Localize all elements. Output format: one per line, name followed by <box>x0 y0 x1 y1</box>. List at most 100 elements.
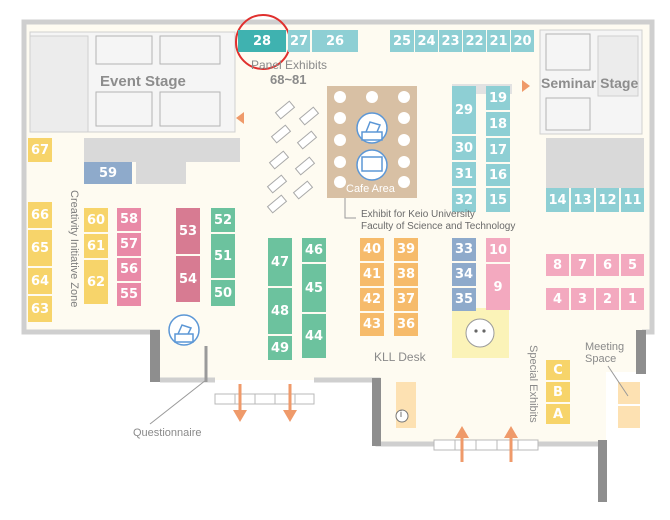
booth-20[interactable]: 20 <box>511 30 534 52</box>
booth-59[interactable]: 59 <box>84 162 132 184</box>
cafe-table <box>334 134 346 146</box>
booth-39[interactable]: 39 <box>394 238 418 261</box>
booth-30[interactable]: 30 <box>452 136 476 160</box>
outer-wall <box>21 19 655 335</box>
booth-52[interactable]: 52 <box>211 208 235 232</box>
robot-eye <box>482 329 486 333</box>
booth-34[interactable]: 34 <box>452 263 476 286</box>
cafe-table <box>334 91 346 103</box>
booth-4[interactable]: 4 <box>546 288 569 310</box>
booth-2[interactable]: 2 <box>596 288 619 310</box>
booth-11[interactable]: 11 <box>621 188 644 212</box>
booth-36[interactable]: 36 <box>394 313 418 336</box>
booth-22[interactable]: 22 <box>463 30 486 52</box>
storage-block <box>84 138 240 162</box>
booth-54[interactable]: 54 <box>176 256 200 302</box>
cafe-table <box>398 112 410 124</box>
booth-28[interactable]: 28 <box>238 30 286 52</box>
cafe-icon-circle <box>356 112 388 144</box>
booth-32[interactable]: 32 <box>452 188 476 212</box>
booth-61[interactable]: 61 <box>84 234 108 258</box>
booth-35[interactable]: 35 <box>452 288 476 311</box>
booth-43[interactable]: 43 <box>360 313 384 336</box>
booth-9[interactable]: 9 <box>486 264 510 310</box>
booth-60[interactable]: 60 <box>84 208 108 232</box>
booth-13[interactable]: 13 <box>571 188 594 212</box>
meeting-callout-line <box>607 365 629 397</box>
wall-post <box>598 440 607 502</box>
booth-51[interactable]: 51 <box>211 234 235 278</box>
booth-5[interactable]: 5 <box>621 254 644 276</box>
booth-21[interactable]: 21 <box>487 30 510 52</box>
booth-1[interactable]: 1 <box>621 288 644 310</box>
event-stage-platform <box>29 35 89 133</box>
booth-b[interactable]: B <box>546 382 570 402</box>
keio-callout-line <box>344 198 356 219</box>
booth-14[interactable]: 14 <box>546 188 569 212</box>
booth-6[interactable]: 6 <box>596 254 619 276</box>
booth-31[interactable]: 31 <box>452 162 476 186</box>
booth-49[interactable]: 49 <box>268 336 292 360</box>
booth-29[interactable]: 29 <box>452 86 476 134</box>
ballot-icon <box>361 121 383 141</box>
booth-33[interactable]: 33 <box>452 238 476 261</box>
booth-63[interactable]: 63 <box>28 296 52 322</box>
seminar-stage-seating <box>545 33 591 131</box>
event-stage-label: Event Stage <box>100 73 186 90</box>
booth-38[interactable]: 38 <box>394 263 418 286</box>
questionnaire-ballot-icon <box>174 324 194 343</box>
booth-45[interactable]: 45 <box>302 264 326 312</box>
booth-19[interactable]: 19 <box>486 86 510 110</box>
booth-66[interactable]: 66 <box>28 202 52 228</box>
booth-47[interactable]: 47 <box>268 238 292 286</box>
robot-eye <box>474 329 478 333</box>
booth-57[interactable]: 57 <box>117 233 141 256</box>
booth-23[interactable]: 23 <box>439 30 462 52</box>
panel-exhibits-label: Panel Exhibits <box>251 58 328 72</box>
booth-50[interactable]: 50 <box>211 280 235 306</box>
booth-58[interactable]: 58 <box>117 208 141 231</box>
booth-42[interactable]: 42 <box>360 288 384 311</box>
booth-18[interactable]: 18 <box>486 112 510 136</box>
booth-15[interactable]: 15 <box>486 188 510 212</box>
booth-53[interactable]: 53 <box>176 208 200 254</box>
booth-48[interactable]: 48 <box>268 288 292 334</box>
booth-24[interactable]: 24 <box>415 30 438 52</box>
info-icon: i <box>400 409 402 419</box>
booth-c[interactable]: C <box>546 360 570 380</box>
meeting-space-label-1: Meeting <box>585 341 625 353</box>
booth-3[interactable]: 3 <box>571 288 594 310</box>
booth-7[interactable]: 7 <box>571 254 594 276</box>
booth-12[interactable]: 12 <box>596 188 619 212</box>
booth-a[interactable]: A <box>546 404 570 424</box>
panel-board <box>292 180 314 200</box>
booth-37[interactable]: 37 <box>394 288 418 311</box>
booth-46[interactable]: 46 <box>302 238 326 262</box>
info-icon-circle <box>395 409 409 423</box>
booth-44[interactable]: 44 <box>302 314 326 358</box>
booth-55[interactable]: 55 <box>117 283 141 306</box>
booth-26[interactable]: 26 <box>312 30 358 52</box>
special-exhibits-label: Special Exhibits <box>527 345 539 423</box>
booth-56[interactable]: 56 <box>117 258 141 281</box>
booth-64[interactable]: 64 <box>28 268 52 294</box>
booth-67[interactable]: 67 <box>28 138 52 162</box>
panel-board <box>266 174 288 194</box>
meeting-space-table <box>618 382 640 404</box>
booth-25[interactable]: 25 <box>390 30 414 52</box>
booth-62[interactable]: 62 <box>84 260 108 304</box>
booth-40[interactable]: 40 <box>360 238 384 261</box>
booth-10[interactable]: 10 <box>486 238 510 262</box>
entry-arrow <box>233 384 518 462</box>
panel-range-label: 68~81 <box>270 72 307 87</box>
booth-16[interactable]: 16 <box>486 164 510 186</box>
booth-8[interactable]: 8 <box>546 254 569 276</box>
booth-17[interactable]: 17 <box>486 138 510 162</box>
panel-board <box>298 106 320 126</box>
booth-41[interactable]: 41 <box>360 263 384 286</box>
booth-65[interactable]: 65 <box>28 230 52 266</box>
booth-27[interactable]: 27 <box>288 30 310 52</box>
wall-post <box>150 330 160 382</box>
panel-board <box>266 194 288 214</box>
